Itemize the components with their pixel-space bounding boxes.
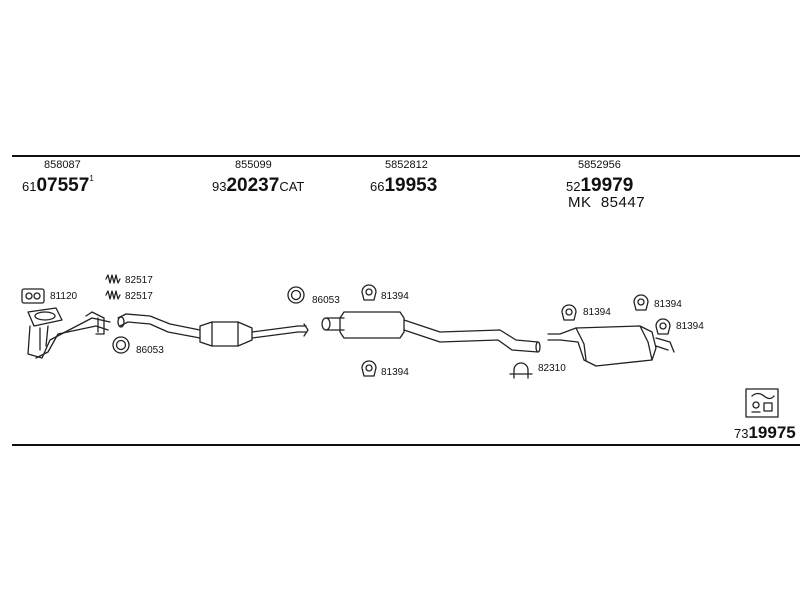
mk-label: MK [568,194,592,211]
code-superscript: 1 [89,174,94,183]
code-suffix: CAT [279,179,305,194]
label-ring-cat: 86053 [312,295,340,306]
catalytic-converter-icon[interactable] [117,313,309,347]
code-main: 19953 [384,175,438,196]
rubber-hanger-icon-rear-2[interactable] [633,294,649,311]
label-hanger-rear-3: 81394 [676,321,704,332]
label-hanger-rear-2: 81394 [654,299,682,310]
mounting-kit-icon[interactable] [745,388,779,418]
oem-number-catalyst: 855099 [235,159,272,171]
middle-silencer-icon[interactable] [321,311,541,353]
code-prefix: 61 [22,179,37,194]
rear-silencer-icon[interactable] [547,325,675,367]
part-code-manifold[interactable]: 61075571 [22,174,94,196]
code-prefix: 66 [370,179,385,194]
spring-clamp-icon[interactable] [105,274,121,300]
code-main: 19975 [748,423,796,442]
mk-number: 85447 [600,194,646,211]
code-prefix: 52 [566,179,581,194]
rubber-hanger-icon-rear-3[interactable] [655,318,671,335]
rubber-hanger-icon-mid-top[interactable] [361,284,377,301]
seal-ring-icon-cat[interactable] [287,286,305,304]
bottom-divider [12,444,800,446]
code-prefix: 73 [734,426,749,441]
label-hanger-mid-top: 81394 [381,291,409,302]
label-clamp-u: 82310 [538,363,566,374]
front-pipe-icon[interactable] [27,307,111,359]
label-hanger-rear-1: 81394 [583,307,611,318]
label-clamp-2: 82517 [125,291,153,302]
oem-number-rear-silencer: 5852956 [578,159,621,171]
manifold-gasket-icon[interactable] [21,288,45,304]
code-main: 19979 [580,175,634,196]
label-clamp-1: 82517 [125,275,153,286]
part-code-middle-silencer[interactable]: 6619953 [370,176,437,195]
top-divider [12,155,800,157]
oem-number-manifold: 858087 [44,159,81,171]
mounting-kit-code[interactable]: MK 85447 [568,195,645,210]
label-gasket-manifold: 81120 [50,291,78,302]
u-clamp-icon[interactable] [509,362,533,379]
rubber-hanger-icon-rear-1[interactable] [561,304,577,321]
part-code-rear-silencer[interactable]: 5219979 [566,176,633,195]
code-prefix: 93 [212,179,227,194]
label-ring-front: 86053 [136,345,164,356]
oem-number-middle-silencer: 5852812 [385,159,428,171]
seal-ring-icon[interactable] [112,336,130,354]
label-hanger-mid-bottom: 81394 [381,367,409,378]
rubber-hanger-icon-mid-bottom[interactable] [361,360,377,377]
code-main: 20237 [226,175,280,196]
part-code-catalyst[interactable]: 9320237CAT [212,176,304,195]
part-code-complete-kit[interactable]: 7319975 [734,424,796,441]
code-main: 07557 [36,175,90,196]
